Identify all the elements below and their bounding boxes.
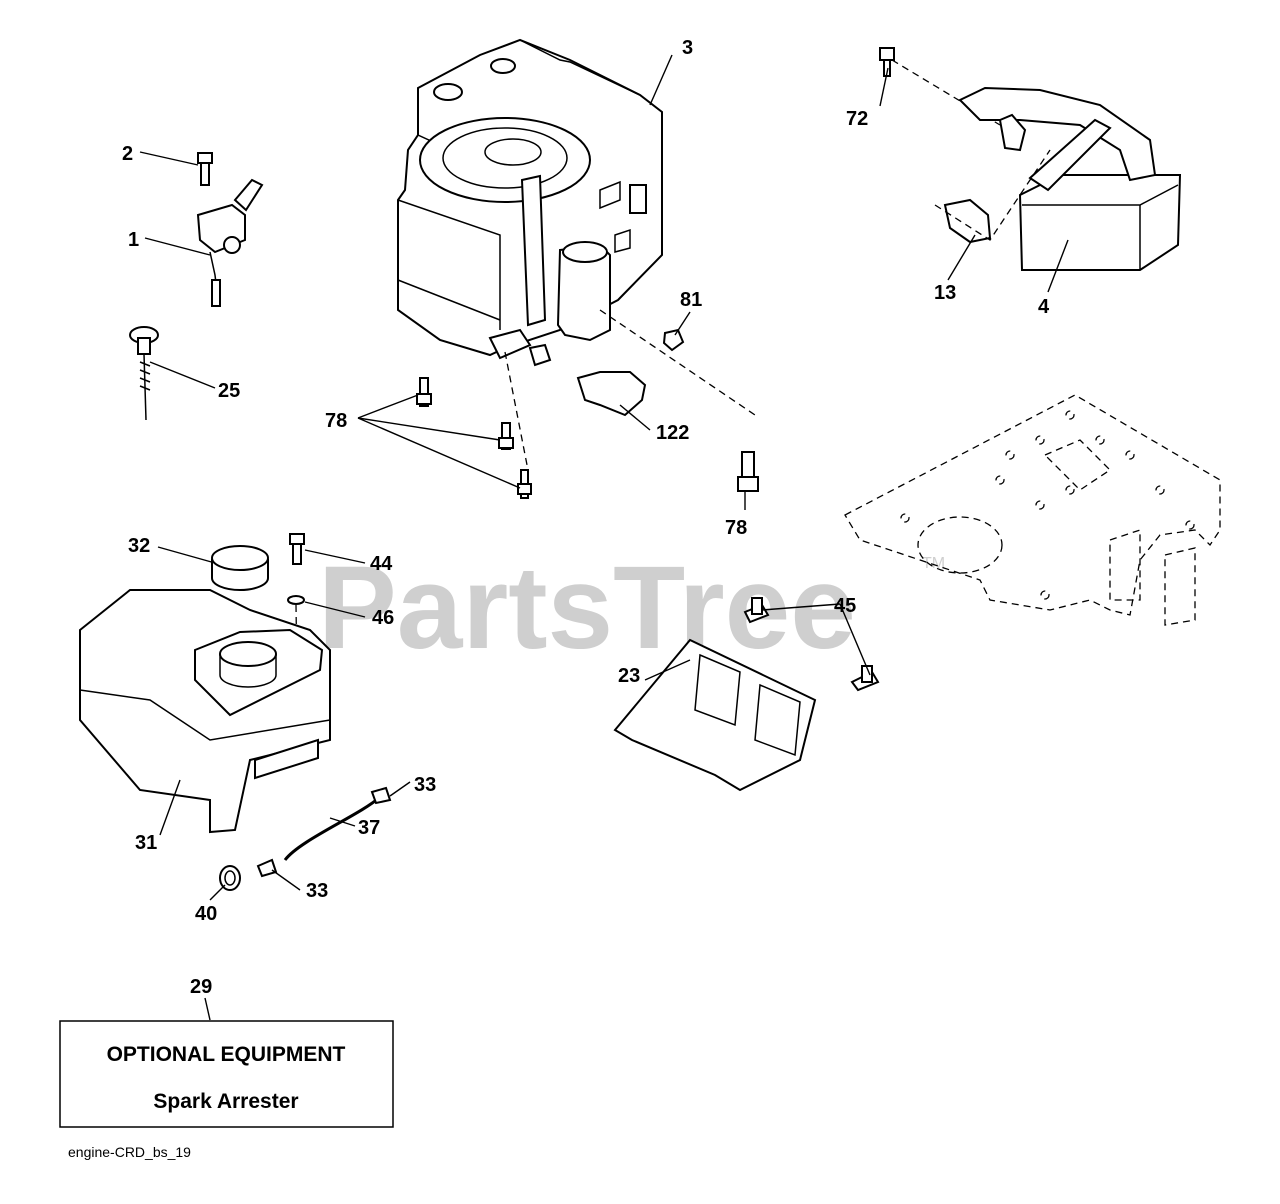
callout-81: 81 [680,289,702,311]
diagram-caption: engine-CRD_bs_19 [68,1144,191,1160]
callout-25: 25 [218,380,240,402]
bolt-72-part[interactable] [879,47,895,77]
fuel-cap-32-part[interactable] [211,545,269,591]
leader-lines [139,54,1069,1021]
watermark-text: PartsTree [318,542,856,674]
clamp-33-upper-part[interactable] [370,786,392,805]
callout-122: 122 [656,422,689,444]
callout-45: 45 [834,595,856,617]
muffler-4-part[interactable] [958,86,1182,271]
callout-3: 3 [682,37,693,59]
washer-46-part[interactable] [287,595,305,605]
bolt-78-single[interactable] [737,451,759,492]
callout-37: 37 [358,817,380,839]
callout-46: 46 [372,607,394,629]
callout-33-upper: 33 [414,774,436,796]
callout-23: 23 [618,665,640,687]
fuel-tank-31-part[interactable] [79,589,331,834]
callout-78-left: 78 [325,410,347,432]
frame-part [844,394,1221,626]
clip-part[interactable] [528,343,552,367]
engine-guide-line [599,309,756,416]
callout-29: 29 [190,976,212,998]
clamp-33-lower-part[interactable] [256,858,278,878]
callout-13: 13 [934,282,956,304]
bolt-78-set[interactable] [416,377,532,499]
fuel-line-37-part[interactable] [283,795,382,861]
screw-2-part[interactable] [197,152,213,186]
optional-equipment-title: OPTIONAL EQUIPMENT [107,1043,346,1066]
screw-44-part[interactable] [289,533,305,565]
callout-1: 1 [128,229,139,251]
engine-mount-line [504,351,529,471]
gasket-line [934,149,1051,241]
bolt-45-set[interactable] [743,597,880,692]
watermark-trademark: TM [922,555,945,572]
optional-equipment-box [59,1020,394,1128]
callout-33-lower: 33 [306,880,328,902]
muffler-bolt-line [891,59,1001,126]
callout-2: 2 [122,143,133,165]
callout-32: 32 [128,535,150,557]
bracket-122-part[interactable] [576,371,647,417]
throttle-control-1-part[interactable] [196,178,264,307]
callout-40: 40 [195,903,217,925]
heat-shield-23-part[interactable] [613,638,817,792]
callout-44: 44 [370,553,393,575]
grommet-40-part[interactable] [219,865,241,891]
callout-4: 4 [1038,296,1050,318]
callout-78-right: 78 [725,517,747,539]
callout-72: 72 [846,108,868,130]
optional-equipment-subtitle: Spark Arrester [153,1090,298,1113]
gasket-13-part[interactable] [943,198,992,244]
dipstick-25-part[interactable] [129,326,159,421]
nut-81-part[interactable] [662,328,685,352]
callout-31: 31 [135,832,157,854]
engine-part[interactable] [397,38,663,360]
